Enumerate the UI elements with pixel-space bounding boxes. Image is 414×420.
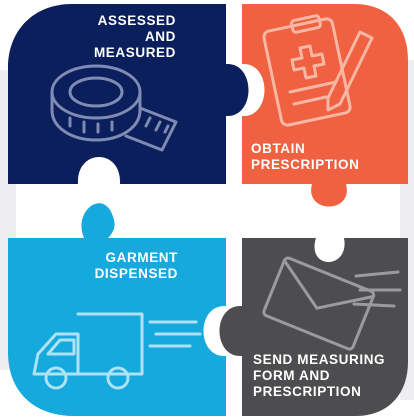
label-line: ASSESSED (97, 13, 176, 28)
label-send-measuring-form: SEND MEASURING FORM AND PRESCRIPTION (253, 352, 413, 400)
label-line: PRESCRIPTION (251, 157, 360, 172)
clipboard-prescription-icon (262, 14, 374, 127)
piece-garment (8, 203, 226, 416)
envelope-icon (262, 256, 402, 351)
tape-measure-icon (50, 64, 178, 152)
label-line: MEASURED (93, 45, 176, 60)
piece-obtain (242, 4, 408, 207)
label-line: GARMENT (105, 250, 178, 265)
label-assessed-and-measured: ASSESSED AND MEASURED (88, 13, 176, 61)
label-obtain-prescription: OBTAIN PRESCRIPTION (251, 141, 401, 173)
label-line: OBTAIN (251, 141, 306, 156)
piece-send (219, 238, 408, 416)
label-line: DISPENSED (94, 266, 178, 281)
label-garment-dispensed: GARMENT DISPENSED (60, 250, 178, 282)
piece-assessed (8, 4, 249, 184)
label-line: PRESCRIPTION (253, 384, 362, 399)
label-line: SEND MEASURING (253, 352, 386, 367)
label-line: FORM AND (253, 368, 331, 383)
label-line: AND (144, 29, 176, 44)
delivery-truck-icon (32, 312, 202, 390)
